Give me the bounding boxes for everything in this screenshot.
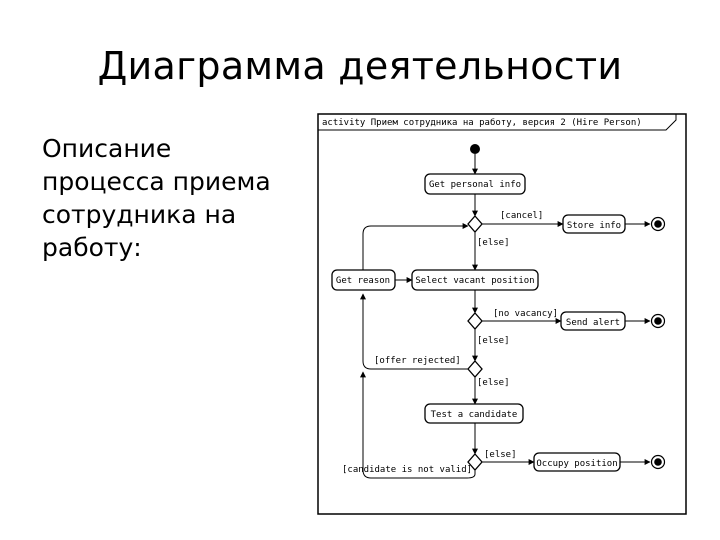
guard-label: [offer rejected] [374,356,461,366]
decision-node [467,360,483,378]
description-line: Описание [42,134,172,163]
action-test-candidate [424,403,524,424]
guard-label: [else] [477,378,510,388]
flow-loop-edge [362,223,469,270]
guard-label: [else] [477,336,510,346]
description-line: сотрудника на [42,200,237,229]
slide-description: Описание процесса приема сотрудника на р… [42,132,292,264]
initial-node [470,144,480,154]
frame-label-tab [318,114,677,131]
guard-label: [cancel] [500,211,543,221]
final-node-core [654,317,662,325]
frame-label: activity Прием сотрудника на работу, вер… [322,117,642,128]
guard-label: [no vacancy] [493,309,558,319]
flow-loop-edge [360,293,468,370]
action-label: Get reason [336,276,390,286]
description-line: процесса приема [42,167,271,196]
decision-node [467,312,483,330]
final-node-core [654,220,662,228]
action-label: Occupy position [536,459,617,469]
activity-diagram: activity Прием сотрудника на работу, вер… [317,113,687,515]
slide-title: Диаграмма деятельности [97,44,623,88]
action-label: Select vacant position [415,276,534,286]
action-label: Test a candidate [431,410,518,420]
decision-node [467,215,483,233]
activity-frame [317,113,687,515]
guard-label: [candidate is not valid] [342,465,472,475]
action-label: Store info [567,221,621,231]
flow-loop-edge [360,371,476,479]
action-label: Get personal info [429,180,521,190]
action-label: Send alert [566,318,620,328]
guard-label: [else] [484,450,517,460]
final-node-core [654,458,662,466]
description-line: работу: [42,233,142,262]
guard-label: [else] [477,238,510,248]
